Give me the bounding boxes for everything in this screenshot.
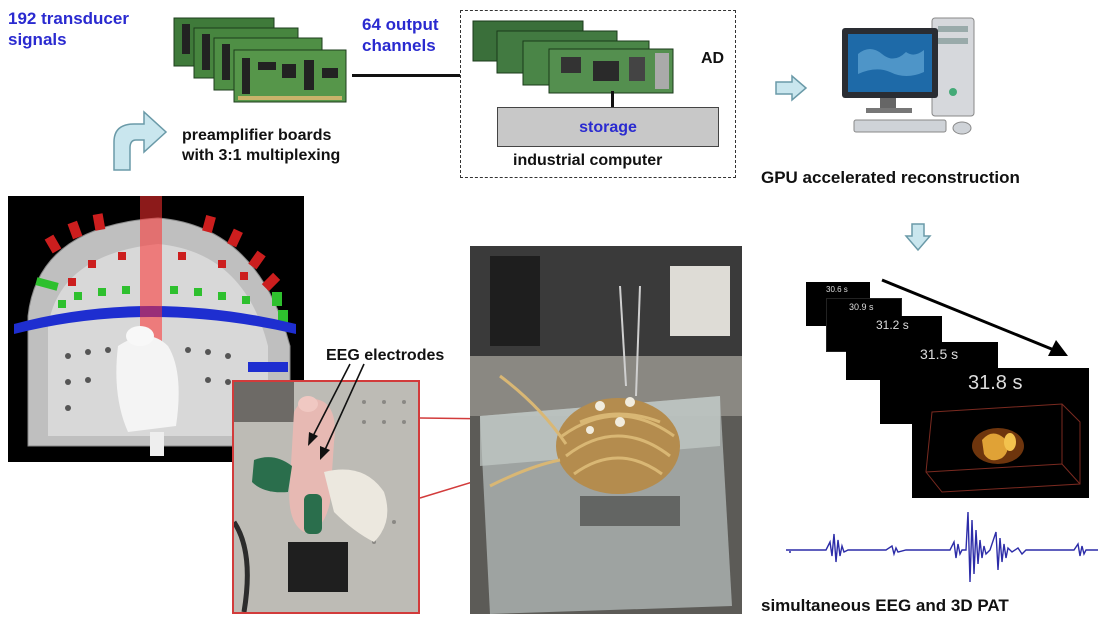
industrial-computer-label: industrial computer: [513, 152, 663, 169]
time-arrow-icon: [881, 278, 1068, 356]
output-channels-line1: 64 output: [362, 15, 439, 34]
transducer-array-image: [8, 196, 304, 462]
preamp-label: preamplifier boards with 3:1 multiplexin…: [182, 126, 340, 166]
frame-4-time: 31.5 s: [920, 346, 959, 362]
ad-storage-connector: [611, 91, 614, 107]
frame-5-time: 31.8 s: [968, 372, 1023, 394]
down-arrow-icon: [904, 222, 932, 252]
transducer-signals-line1: 192 transducer: [8, 9, 129, 28]
frame-2-time: 30.9 s: [849, 302, 874, 312]
ad-cards-image: [472, 20, 674, 94]
output-channels-label: 64 output channels: [362, 14, 439, 56]
eeg-trace: [786, 512, 1098, 583]
eeg-electrodes-label: EEG electrodes: [326, 347, 445, 364]
desktop-computer-icon: [836, 14, 986, 142]
transducer-signals-line2: signals: [8, 30, 67, 49]
preamp-line2: with 3:1 multiplexing: [182, 147, 341, 164]
frame-1-time: 30.6 s: [826, 285, 848, 294]
connection-line: [352, 74, 460, 77]
storage-label: storage: [579, 118, 637, 136]
frame-3-time: 31.2 s: [876, 318, 909, 332]
industrial-computer-box: AD storage industrial computer: [460, 10, 736, 178]
storage-box: storage: [497, 107, 719, 147]
preamp-line1: preamplifier boards: [182, 127, 332, 144]
ad-label: AD: [701, 50, 725, 67]
output-channels-line2: channels: [362, 36, 436, 55]
gpu-reconstruction-label: GPU accelerated reconstruction: [761, 168, 1020, 187]
pat-volume-render: [925, 403, 1081, 493]
transducer-signals-label: 192 transducer signals: [8, 8, 129, 50]
simultaneous-eeg-pat-label: simultaneous EEG and 3D PAT: [761, 596, 1009, 615]
frame-5: 31.8 s: [912, 368, 1089, 498]
electrode-pointer-arrows: [308, 363, 365, 460]
right-arrow-icon: [774, 74, 808, 102]
preamplifier-boards-image: [172, 12, 352, 108]
lab-setup-image: [470, 246, 742, 614]
rat-electrode-inset-image: [232, 380, 420, 614]
curved-arrow-icon: [110, 108, 170, 172]
